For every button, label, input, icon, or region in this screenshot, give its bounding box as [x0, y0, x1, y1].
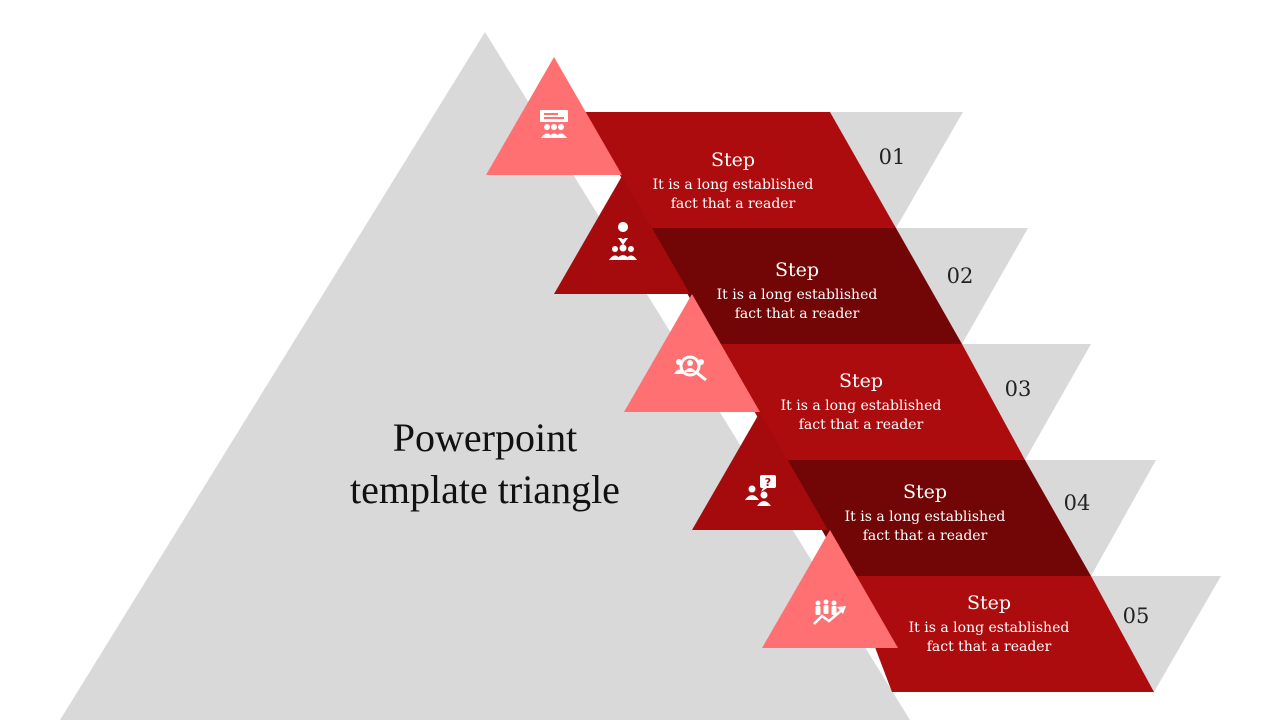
step-4-description: It is a long established fact that a rea… — [815, 508, 1035, 546]
step-band-1 — [584, 112, 896, 228]
number-tab-5 — [1091, 576, 1221, 692]
step-1-title: Step — [710, 149, 756, 171]
step-1-text: Step It is a long established fact that … — [623, 148, 843, 214]
icon-triangle-5 — [762, 530, 898, 648]
step-4-number: 04 — [1063, 491, 1091, 515]
step-4-desc-line-1: It is a long established — [844, 509, 1006, 525]
step-band-5 — [848, 576, 1154, 692]
step-2-text: Step It is a long established fact that … — [687, 258, 907, 324]
step-2-number: 02 — [946, 264, 974, 288]
step-band-3 — [716, 344, 1025, 460]
step-5-title: Step — [966, 592, 1012, 614]
step-4-text: Step It is a long established fact that … — [815, 480, 1035, 546]
number-tab-3 — [962, 344, 1091, 460]
icon-triangle-2 — [554, 176, 690, 294]
step-3-description: It is a long established fact that a rea… — [751, 397, 971, 435]
background-pyramid — [60, 32, 910, 720]
step-1-desc-line-2: fact that a reader — [670, 196, 796, 212]
step-2-desc-line-1: It is a long established — [716, 287, 878, 303]
step-5-text: Step It is a long established fact that … — [879, 591, 1099, 657]
step-3-desc-line-1: It is a long established — [780, 398, 942, 414]
number-tab-4 — [1025, 460, 1156, 576]
step-1-desc-line-1: It is a long established — [652, 177, 814, 193]
step-3-text: Step It is a long established fact that … — [751, 369, 971, 435]
step-4-title: Step — [902, 481, 948, 503]
step-3-title: Step — [838, 370, 884, 392]
title-line-1: Powerpoint — [392, 415, 578, 460]
step-5-desc-line-1: It is a long established — [908, 620, 1070, 636]
icon-triangle-3 — [624, 294, 760, 412]
title-line-2: template triangle — [350, 467, 620, 512]
step-band-2 — [650, 228, 962, 344]
step-band-4 — [782, 460, 1091, 576]
step-5-desc-line-2: fact that a reader — [926, 639, 1052, 655]
team-search-magnifier-icon — [674, 355, 707, 382]
icon-triangle-4 — [692, 412, 828, 530]
step-1-description: It is a long established fact that a rea… — [623, 176, 843, 214]
diagram-title: Powerpoint template triangle — [290, 412, 680, 516]
presentation-audience-icon — [540, 110, 568, 138]
step-2-description: It is a long established fact that a rea… — [687, 286, 907, 324]
team-location-pin-icon — [609, 221, 637, 260]
step-3-desc-line-2: fact that a reader — [798, 417, 924, 433]
step-3-number: 03 — [1004, 377, 1032, 401]
step-4-desc-line-2: fact that a reader — [862, 528, 988, 544]
number-tab-2 — [896, 228, 1028, 344]
number-tab-1 — [830, 112, 963, 228]
step-5-description: It is a long established fact that a rea… — [879, 619, 1099, 657]
svg-text:?: ? — [765, 476, 771, 489]
step-2-title: Step — [774, 259, 820, 281]
person-question-icon: ? — [745, 475, 776, 506]
step-1-number: 01 — [878, 145, 906, 169]
team-growth-arrow-icon — [813, 599, 846, 625]
step-5-number: 05 — [1122, 604, 1150, 628]
step-2-desc-line-2: fact that a reader — [734, 306, 860, 322]
